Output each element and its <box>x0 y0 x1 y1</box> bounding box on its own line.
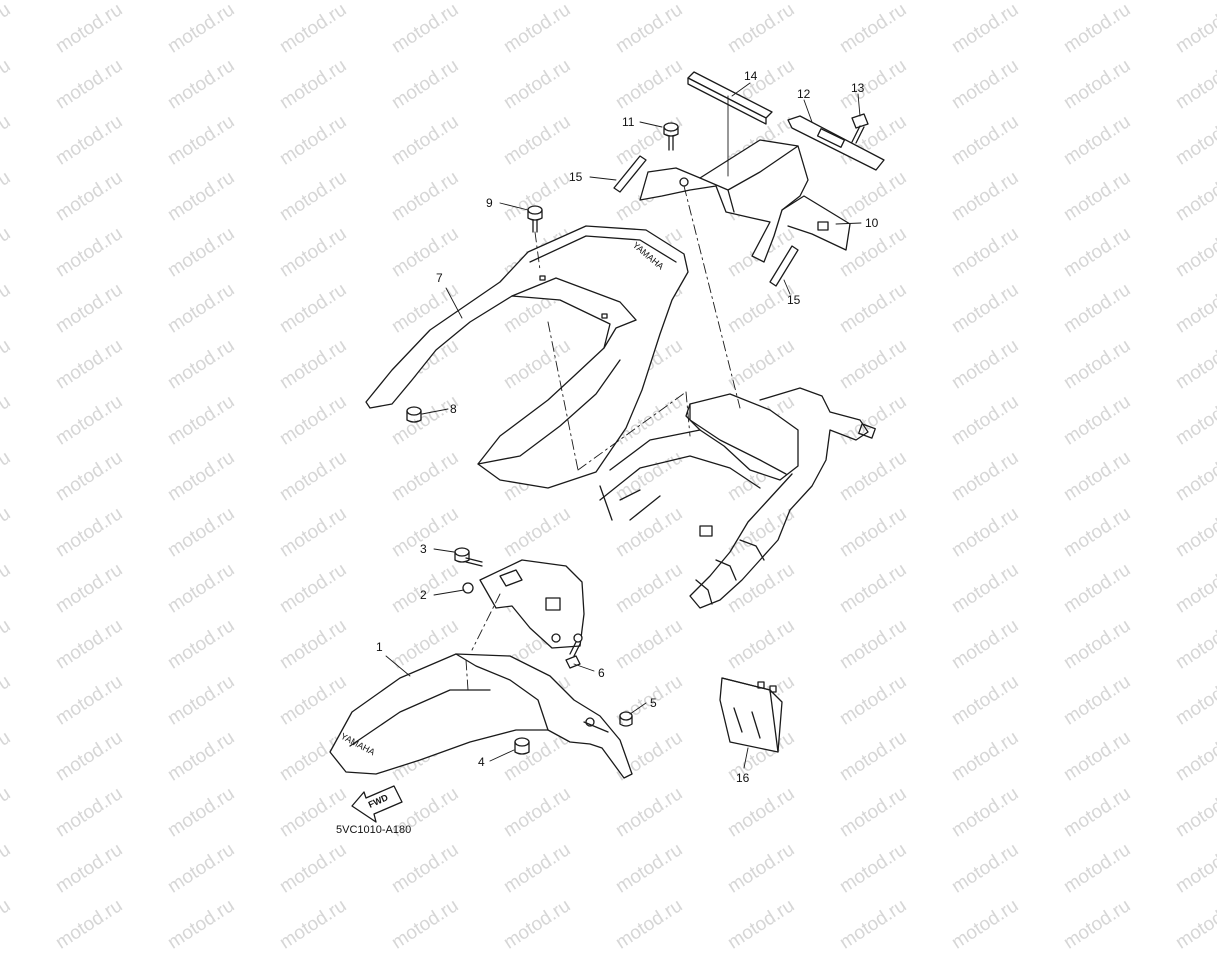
callout-6: 6 <box>598 666 605 680</box>
callout-4: 4 <box>478 755 485 769</box>
callout-7: 7 <box>436 271 443 285</box>
part-5-grommet <box>619 711 633 727</box>
part-8-grommet <box>406 406 422 423</box>
callout-14: 14 <box>744 69 758 83</box>
leader-lines <box>385 82 862 769</box>
callout-11: 11 <box>622 115 635 129</box>
part-3-bolt <box>454 547 483 567</box>
part-2-bracket <box>462 559 585 649</box>
callout-1: 1 <box>376 640 383 654</box>
part-4-grommet <box>514 737 530 755</box>
frame <box>599 387 876 609</box>
part-14-pad <box>687 71 773 125</box>
drawing-code: 5VC1010-A180 <box>336 824 412 836</box>
callout-5: 5 <box>650 696 657 710</box>
part-16-panel <box>719 677 783 753</box>
callout-15-right: 15 <box>787 293 801 307</box>
part-12-bracket <box>787 115 885 171</box>
part-7-seat-cowl: YAMAHA <box>365 225 689 489</box>
fwd-arrow-icon: FWD <box>351 785 403 823</box>
callout-10: 10 <box>865 216 879 230</box>
callout-9: 9 <box>486 196 493 210</box>
callout-3: 3 <box>420 542 427 556</box>
callout-2: 2 <box>420 588 427 602</box>
assembly-lines <box>465 185 741 691</box>
part-13-bolt <box>851 113 869 144</box>
callout-12: 12 <box>797 87 811 101</box>
part-1-front-fender: YAMAHA <box>329 653 633 779</box>
diagram-artwork: YAMAHA <box>329 71 885 823</box>
part-9-bolt <box>527 205 543 233</box>
part-10-tail-cover <box>639 139 851 263</box>
callout-15-left: 15 <box>569 170 583 184</box>
callout-13: 13 <box>851 81 865 95</box>
callout-8: 8 <box>450 402 457 416</box>
part-11-bolt <box>663 122 679 151</box>
part-15-strips <box>613 155 799 287</box>
callout-16: 16 <box>736 771 750 785</box>
